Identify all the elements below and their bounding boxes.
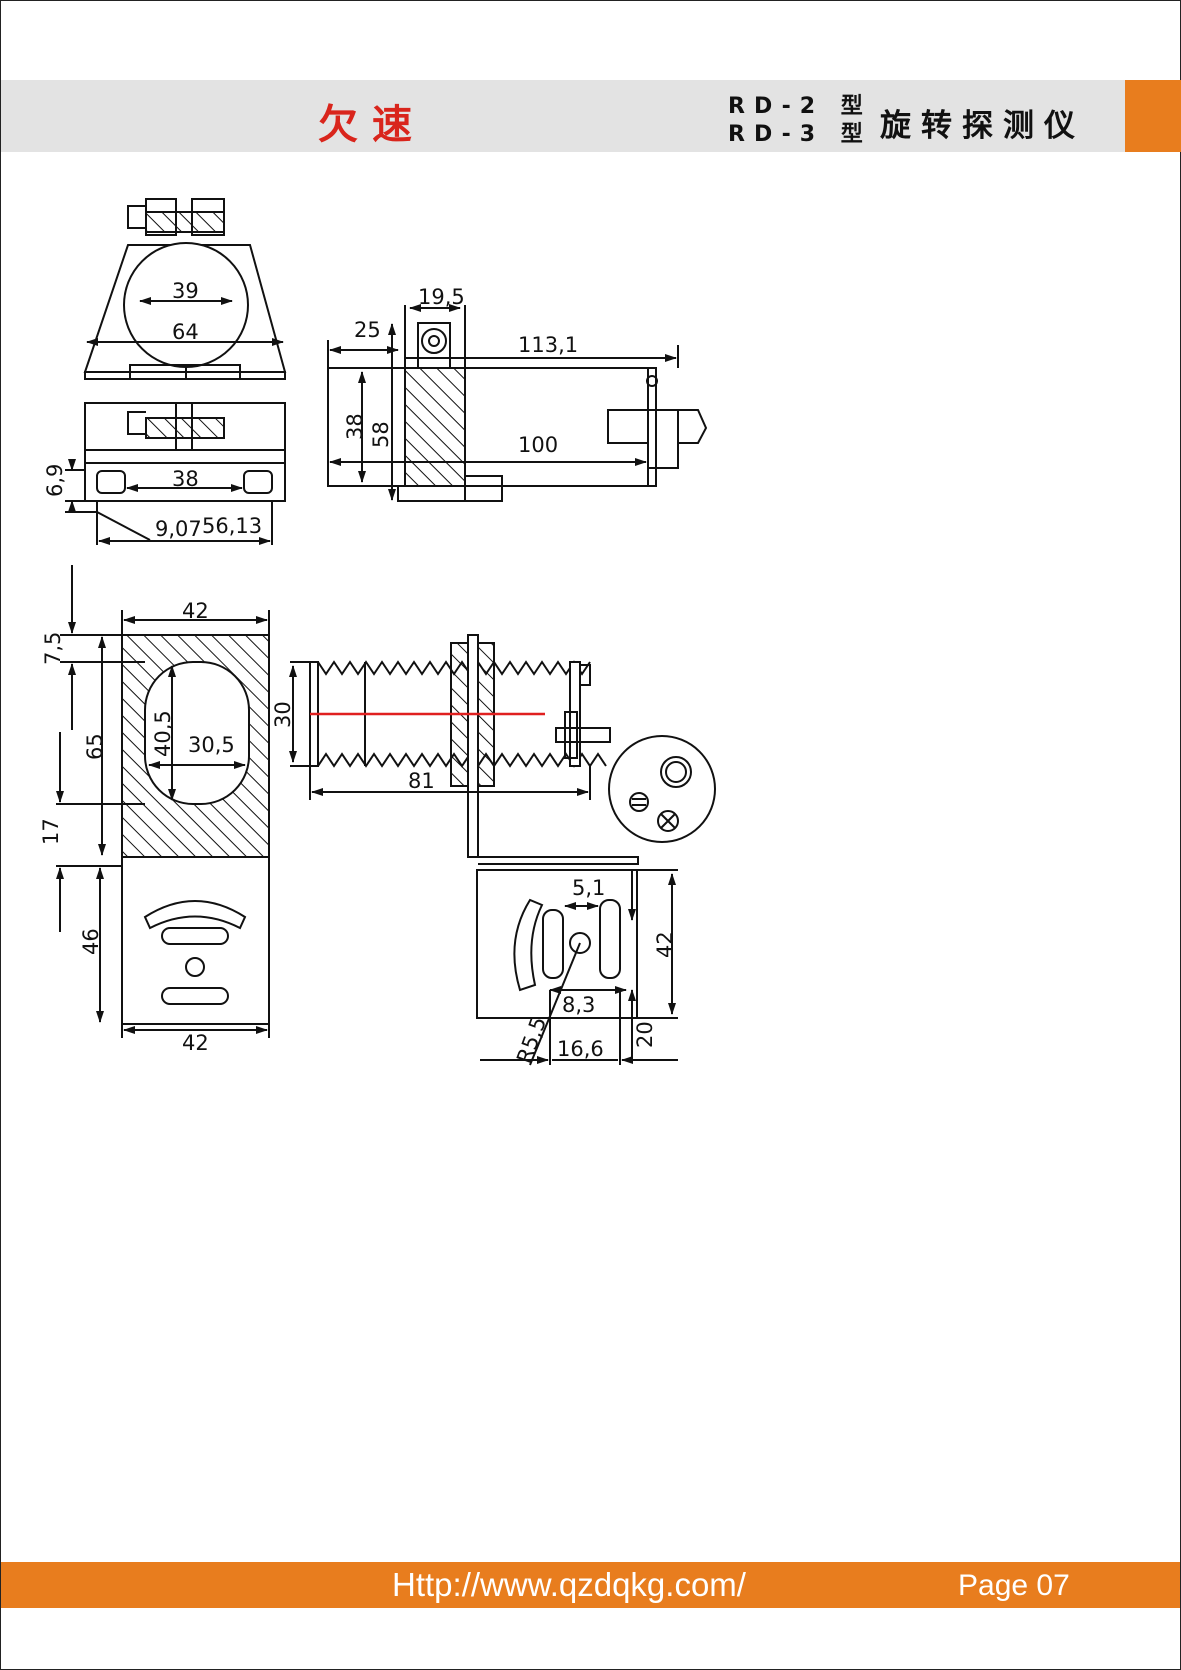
dim-plate-hole-width: 30,5 [188, 733, 235, 757]
dim-bracket-hole-spacing: 8,3 [562, 993, 595, 1017]
bracket-view [476, 869, 678, 1066]
plan-view [65, 402, 286, 545]
dim-plate-hole-height: 40,5 [151, 710, 175, 757]
website-url[interactable]: Http://www.qzdqkg.com/ [392, 1566, 746, 1603]
dim-bracket-depth: 20 [633, 1021, 657, 1048]
dim-side-height-1: 38 [343, 413, 367, 440]
mounting-plate-view [56, 565, 270, 1038]
dim-front-inner-dia: 39 [172, 279, 199, 303]
header-accent-block [1125, 80, 1181, 152]
dim-plate-width-top: 42 [182, 599, 209, 623]
dim-bracket-radius: R5,5 [512, 1013, 551, 1066]
side-view [327, 304, 708, 502]
dim-cylinder-diameter: 30 [271, 701, 295, 728]
dim-offset: 9,07 [155, 517, 202, 541]
page-number: Page 07 [958, 1569, 1070, 1602]
page-title: 欠速 [318, 102, 426, 148]
dim-bracket-height: 42 [653, 931, 677, 958]
dim-slot-height: 6,9 [43, 464, 67, 497]
dim-bracket-width: 16,6 [557, 1037, 604, 1061]
dim-plate-top-margin: 7,5 [41, 632, 65, 665]
product-name: 旋转探测仪 [880, 108, 1085, 144]
model-number-rd3: RD-3 型 [728, 122, 872, 147]
dim-plate-width-bottom: 42 [182, 1031, 209, 1055]
model-number-rd2: RD-2 型 [728, 94, 872, 119]
dim-side-top-width: 19,5 [418, 285, 465, 309]
dim-overall-length: 56,13 [202, 514, 262, 538]
dim-cylinder-length: 81 [408, 769, 435, 793]
front-view [83, 198, 287, 380]
dim-bracket-slot-gap: 5,1 [572, 876, 605, 900]
end-view-circle [608, 735, 716, 843]
threaded-cylinder-view [289, 634, 639, 865]
dim-slot-spacing: 38 [172, 467, 199, 491]
dim-side-total-length: 113,1 [518, 333, 578, 357]
dim-side-offset: 25 [354, 318, 381, 342]
dim-plate-mid-height: 17 [39, 818, 63, 845]
dim-side-body-length: 100 [518, 433, 558, 457]
header-bar [1, 80, 1125, 152]
footer-bar [1, 1562, 1180, 1608]
dim-side-height-2: 58 [369, 421, 393, 448]
dim-front-width: 64 [172, 320, 199, 344]
dim-plate-upper-height: 65 [83, 733, 107, 760]
dim-plate-lower-height: 46 [79, 928, 103, 955]
